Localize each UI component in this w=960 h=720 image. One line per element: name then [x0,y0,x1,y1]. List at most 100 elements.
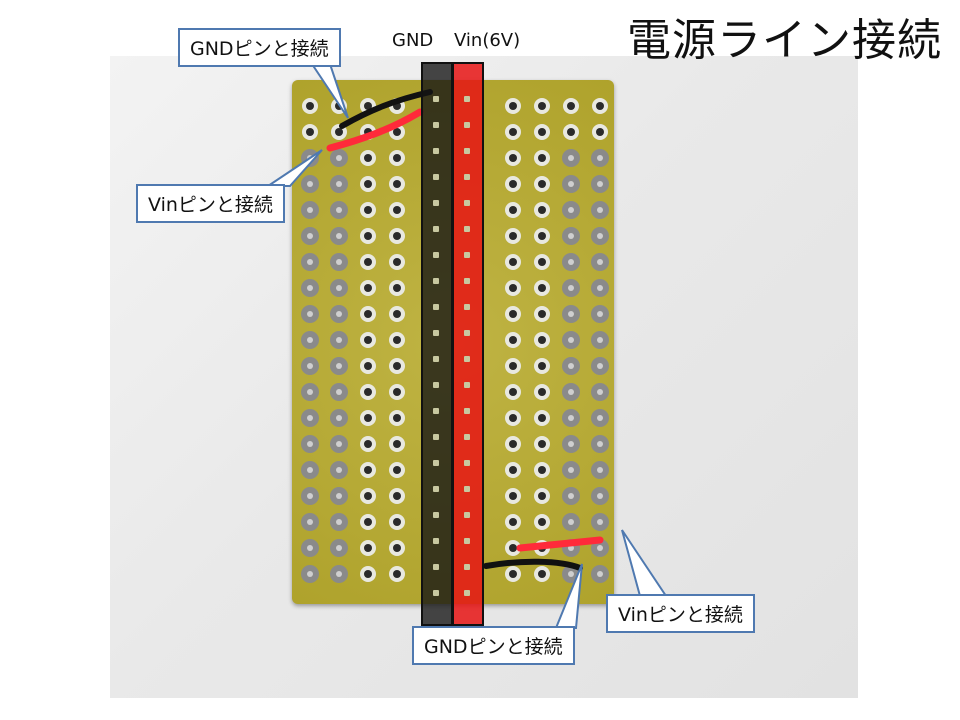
perfboard-hole-center [509,440,517,448]
perfboard-hole-center [364,206,372,214]
perfboard-hole-center [568,181,574,187]
perfboard-hole-center [364,518,372,526]
perfboard-hole-center [538,388,546,396]
perfboard-hole-center [597,259,603,265]
perfboard-hole-center [597,571,603,577]
header-pin [433,434,439,440]
header-pin [464,564,470,570]
perfboard-hole-center [307,545,313,551]
perfboard-hole-center [597,363,603,369]
perfboard-hole-center [509,414,517,422]
header-pin [464,460,470,466]
callout-gnd-top: GNDピンと接続 [178,28,341,67]
header-pin [433,564,439,570]
perfboard-hole-center [568,363,574,369]
perfboard-hole-center [393,414,401,422]
perfboard-hole-center [597,467,603,473]
perfboard-hole-center [307,181,313,187]
perfboard-hole-center [364,466,372,474]
header-pin [464,382,470,388]
perfboard-hole-center [568,285,574,291]
perfboard-hole-center [538,128,546,136]
perfboard-hole-center [336,259,342,265]
perfboard-hole-center [364,310,372,318]
perfboard-hole-center [336,207,342,213]
perfboard-hole-center [364,336,372,344]
perfboard-hole-center [538,362,546,370]
perfboard-hole-center [336,363,342,369]
perfboard-hole-center [393,492,401,500]
perfboard-hole-center [538,310,546,318]
perfboard-hole-center [509,180,517,188]
header-pin [464,252,470,258]
header-pin [433,356,439,362]
perfboard-hole-center [307,467,313,473]
perfboard-hole-center [364,180,372,188]
perfboard-hole-center [335,102,343,110]
perfboard-hole-center [364,440,372,448]
perfboard-hole-center [509,128,517,136]
header-pin [433,252,439,258]
page-title: 電源ライン接続 [627,15,942,66]
perfboard-hole-center [509,102,517,110]
perfboard-hole-center [538,180,546,188]
perfboard-hole-center [509,570,517,578]
header-pin [433,512,439,518]
header-pin [433,382,439,388]
perfboard-hole-center [364,570,372,578]
header-pin [464,434,470,440]
perfboard-hole-center [393,232,401,240]
header-pin [433,122,439,128]
perfboard-hole-center [307,519,313,525]
header-pin [433,304,439,310]
perfboard-hole-center [568,519,574,525]
perfboard-hole-center [336,337,342,343]
perfboard-hole-center [509,258,517,266]
perfboard-hole-center [568,571,574,577]
perfboard-hole-center [538,570,546,578]
perfboard-hole-center [538,518,546,526]
header-pin [433,226,439,232]
perfboard-hole-center [509,466,517,474]
perfboard-hole-center [597,155,603,161]
perfboard-hole-center [364,258,372,266]
perfboard-hole-center [567,102,575,110]
perfboard-hole-center [336,285,342,291]
perfboard-hole-center [568,337,574,343]
perfboard-hole-center [509,362,517,370]
perfboard-hole-center [538,414,546,422]
perfboard-hole-center [393,154,401,162]
perfboard-hole-center [509,284,517,292]
perfboard-hole-center [393,544,401,552]
header-pin [464,408,470,414]
perfboard-hole-center [597,493,603,499]
perfboard-hole-center [307,493,313,499]
perfboard-hole-center [364,362,372,370]
header-pin [433,330,439,336]
perfboard-hole-center [393,336,401,344]
perfboard-hole-center [336,441,342,447]
perfboard-hole-center [538,206,546,214]
header-pin [433,174,439,180]
perfboard-hole-center [568,233,574,239]
perfboard-hole-center [336,571,342,577]
header-pin [464,96,470,102]
perfboard-holes [301,98,609,583]
header-pin [464,174,470,180]
perfboard-hole-center [597,181,603,187]
perfboard-hole-center [393,388,401,396]
perfboard-hole-center [509,232,517,240]
perfboard-hole-center [306,128,314,136]
perfboard-hole-center [364,154,372,162]
header-pin [464,512,470,518]
perfboard-hole-center [393,180,401,188]
perfboard-hole-center [597,311,603,317]
perfboard-hole-center [538,258,546,266]
header-pin [433,148,439,154]
perfboard-hole-center [306,102,314,110]
header-pin [464,538,470,544]
header-pin [433,200,439,206]
perfboard-hole-center [509,206,517,214]
perfboard-hole-center [364,128,372,136]
header-pin [464,590,470,596]
